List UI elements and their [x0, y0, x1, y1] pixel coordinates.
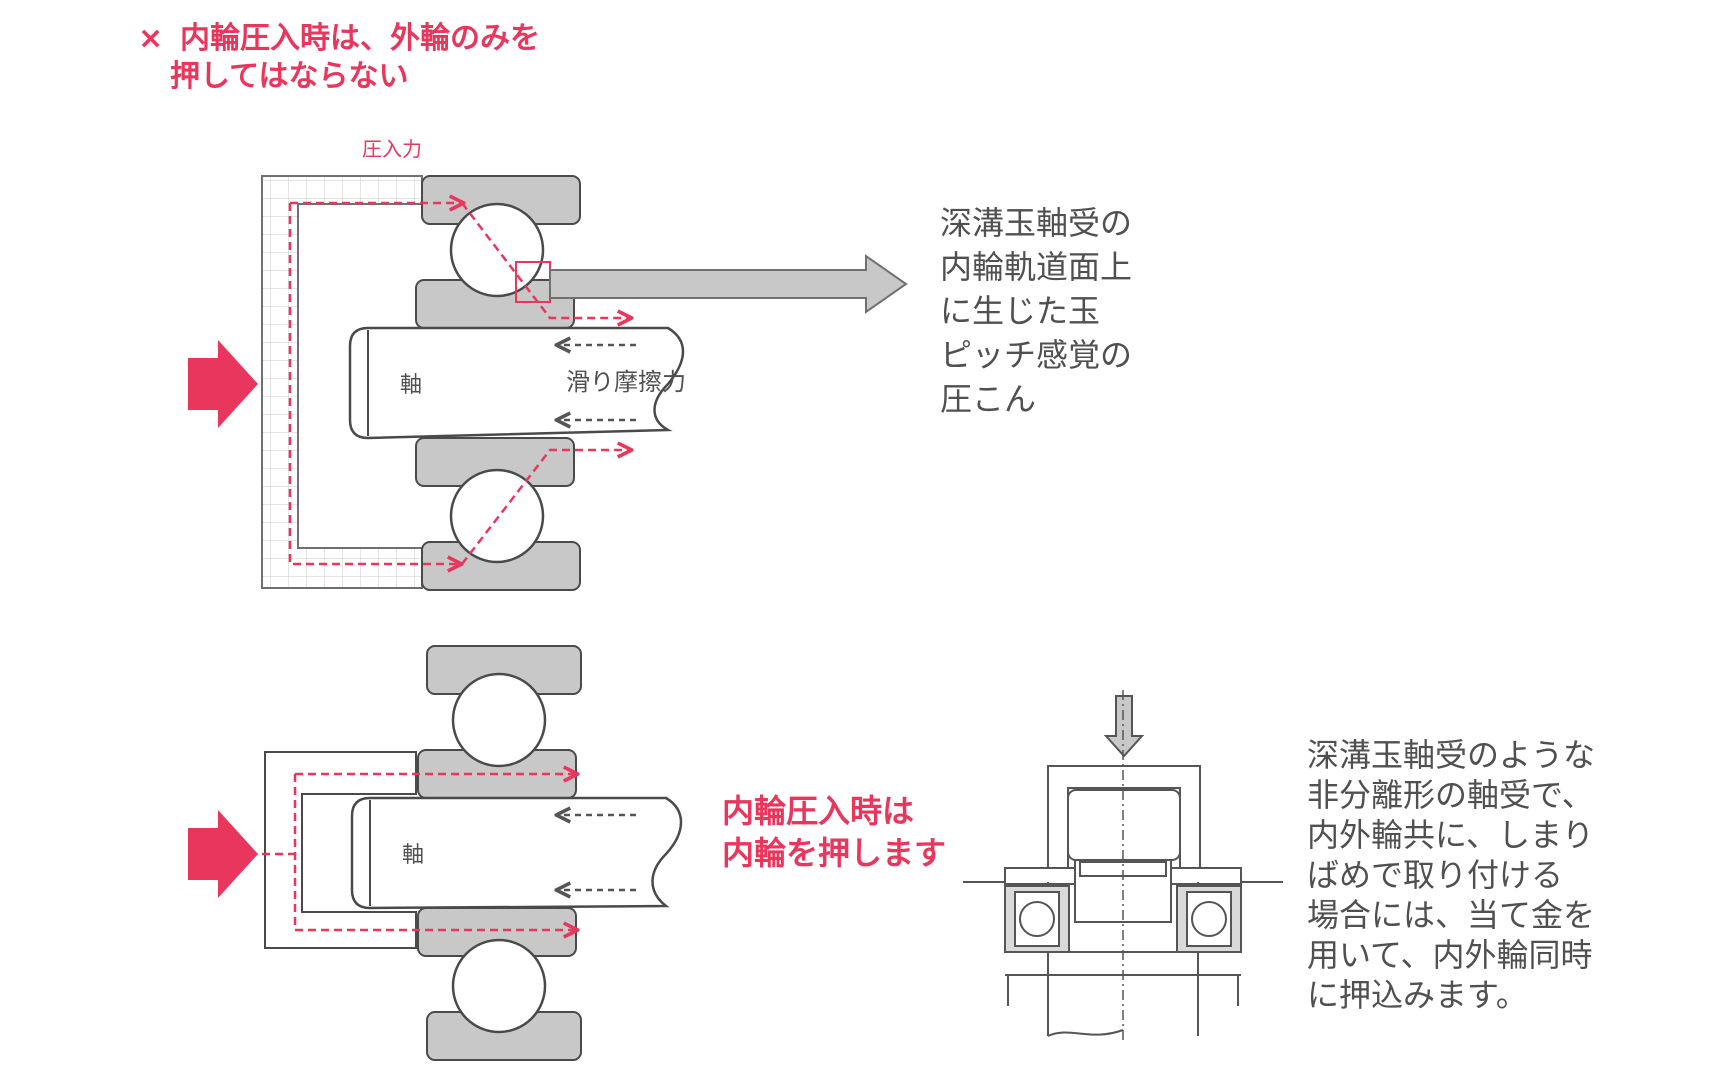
side-note-line: 深溝玉軸受のような [1307, 736, 1595, 774]
friction-label: 滑り摩擦力 [566, 368, 686, 396]
callout-line: 圧こん [940, 380, 1036, 418]
warning-line-1: 内輪圧入時は、外輪のみを [180, 21, 540, 56]
callout-arrow [549, 254, 908, 314]
force-path-top [288, 203, 630, 564]
input-force-arrow-top [188, 340, 258, 428]
bottom-diagram: 軸 内輪圧入時は 内輪を押します [188, 645, 946, 1061]
friction-arrows-top [558, 345, 636, 420]
shaft-top [348, 326, 685, 440]
callout-line: ピッチ感覚の [940, 336, 1132, 374]
ball-bottom [451, 938, 547, 1034]
shaft-label-top: 軸 [400, 373, 422, 398]
side-note-line: 場合には、当て金を [1307, 896, 1595, 934]
callout-line: 深溝玉軸受の [940, 204, 1132, 242]
friction-arrows-bottom [558, 815, 636, 890]
force-label: 圧入力 [362, 137, 422, 161]
force-path-bottom [262, 774, 576, 930]
callout-line: 内輪軌道面上 [940, 248, 1132, 286]
correct-line-1: 内輪圧入時は [722, 792, 914, 830]
callout-text: 深溝玉軸受の 内輪軌道面上 に生じた玉 ピッチ感覚の 圧こん [940, 204, 1132, 418]
load-arrow [1103, 695, 1145, 758]
input-force-arrow-bottom [188, 810, 258, 898]
pusher-jig-bottom [264, 751, 417, 949]
shaft-label-bottom: 軸 [402, 843, 424, 868]
ball-top [451, 672, 547, 768]
side-note: 深溝玉軸受のような 非分離形の軸受で、 内外輪共に、しまり ばめで取り付ける 場… [1307, 736, 1595, 1014]
side-note-line: ばめで取り付ける [1307, 856, 1563, 894]
press-block [1067, 789, 1181, 861]
side-note-line: に押込みます。 [1307, 976, 1528, 1014]
correct-line-2: 内輪を押します [722, 834, 946, 872]
cross-section-illustration [963, 690, 1283, 1044]
callout-line: に生じた玉 [940, 292, 1100, 330]
side-note-line: 内外輪共に、しまり [1307, 816, 1594, 854]
top-diagram: 圧入力 軸 滑り摩擦 [188, 137, 1132, 591]
warning-line-2: 押してはならない [170, 59, 409, 94]
warning-mark: × [138, 21, 163, 56]
side-note-line: 非分離形の軸受で、 [1307, 776, 1594, 814]
side-note-line: 用いて、内外輪同時 [1307, 936, 1592, 974]
ball-bottom [449, 468, 545, 564]
warning-title: × 内輪圧入時は、外輪のみを 押してはならない [138, 21, 540, 94]
shaft-bottom [350, 796, 683, 910]
